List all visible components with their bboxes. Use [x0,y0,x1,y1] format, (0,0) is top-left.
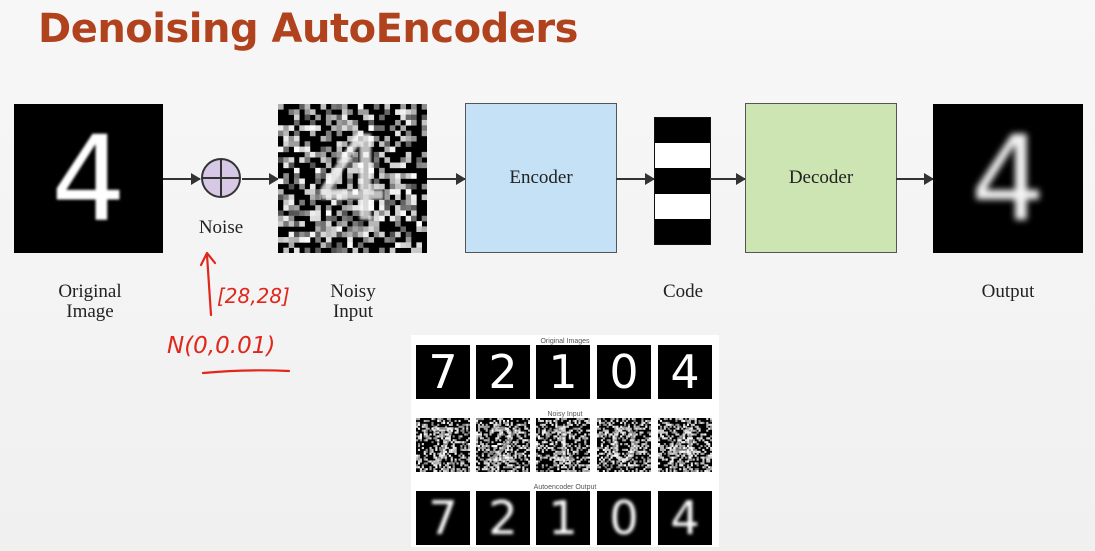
noisy-thumb: 1 [536,418,590,472]
arrow-original-to-noise [163,173,201,185]
output-digit: 4 [970,109,1046,248]
digit-glyph: 2 [488,345,518,399]
noisy-input-caption: Noisy Input [547,411,583,418]
autoencoder-output-caption: Autoencoder Output [533,484,597,491]
output-image: 4 [933,104,1083,253]
original-images-caption: Original Images [540,338,590,345]
noisy-input-label: Noisy Input [303,282,403,322]
arrow-encoder-to-code [616,173,655,185]
digit-glyph: 2 [488,491,518,545]
code-cell [655,168,710,194]
digit-glyph: 0 [609,491,639,545]
noisy-thumb: 2 [476,418,530,472]
code-cell [655,193,710,219]
output-thumb: 2 [476,491,530,545]
arrow-noise-to-noisy [242,173,279,185]
digit-glyph: 2 [488,418,518,472]
digit-glyph: 0 [609,345,639,399]
noise-add-icon [201,158,241,198]
decoder-block: Decoder [745,103,897,253]
arrow-noisy-to-encoder [427,173,466,185]
original-image-label: Original Image [40,282,140,322]
digit-glyph: 1 [548,418,578,472]
code-vector [654,117,711,245]
digit-glyph: 0 [609,418,639,472]
output-thumb: 7 [416,491,470,545]
noisy-thumb: 7 [416,418,470,472]
original-label-line1: Original [58,281,122,302]
original-digit: 4 [50,109,127,248]
output-thumb: 1 [536,491,590,545]
original-thumb: 4 [658,345,712,399]
noisy-label-line2: Input [332,301,374,322]
code-cell [655,143,710,169]
slide-title: Denoising AutoEncoders [38,6,578,52]
digit-glyph: 4 [670,491,700,545]
code-cell [655,218,710,244]
noisy-label-line1: Noisy [330,281,376,302]
digit-glyph: 4 [670,345,700,399]
noisy-thumb: 4 [658,418,712,472]
annotation-dist-text: N(0,0.01) [167,333,275,359]
digit-glyph: 7 [428,491,458,545]
arrow-decoder-to-output [896,173,934,185]
original-image: 4 [14,104,163,253]
digit-glyph: 7 [428,418,458,472]
encoder-label: Encoder [509,167,573,188]
noisy-input-image: 4 [278,104,427,253]
code-label: Code [662,281,704,302]
original-thumb: 7 [416,345,470,399]
original-thumb: 1 [536,345,590,399]
annotation-shape-text: [28,28] [217,284,290,308]
original-label-line2: Image [66,301,114,322]
decoder-label: Decoder [788,167,854,188]
encoder-block: Encoder [465,103,617,253]
output-thumb: 0 [597,491,651,545]
output-thumb: 4 [658,491,712,545]
noise-label: Noise [198,217,244,238]
noisy-digit: 4 [314,109,391,248]
arrow-code-to-decoder [710,173,746,185]
digit-glyph: 1 [548,491,578,545]
digit-glyph: 7 [428,345,458,399]
original-thumb: 2 [476,345,530,399]
output-label: Output [981,281,1035,302]
code-cell [655,118,710,144]
noisy-thumb: 0 [597,418,651,472]
original-thumb: 0 [597,345,651,399]
digit-glyph: 4 [670,418,700,472]
handwritten-annotation: [28,28] N(0,0.01) [167,251,291,375]
digit-glyph: 1 [548,345,578,399]
